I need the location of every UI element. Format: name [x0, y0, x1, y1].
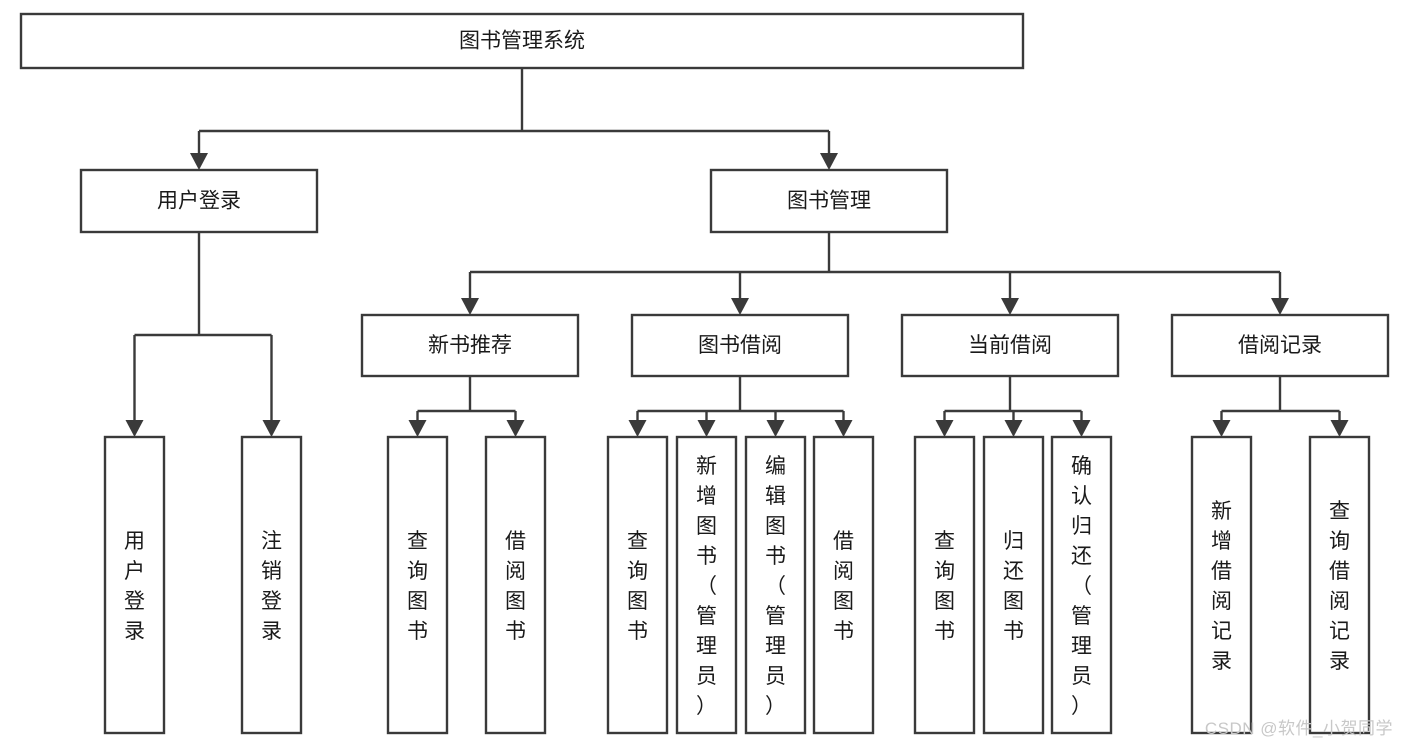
- node-leaf-borrow-book[interactable]: 借阅图书: [812, 435, 875, 735]
- node-label-leaf-logout: 注销登录: [261, 530, 282, 643]
- edge-book-manage-arrow-0: [461, 298, 479, 315]
- node-user-login[interactable]: 用户登录: [79, 168, 319, 234]
- edge-book-manage-arrow-3: [1271, 298, 1289, 315]
- edge-current-borrow-arrow-2: [1072, 420, 1091, 437]
- edge-book-borrow-arrow-0: [628, 420, 647, 437]
- node-leaf-borrow-book-rec[interactable]: 借阅图书: [484, 435, 547, 735]
- edge-root-arrow-1: [820, 153, 838, 170]
- node-box-root: [19, 12, 1025, 70]
- node-box-current-borrow: [900, 313, 1120, 378]
- edge-new-book-recommend-arrow-0: [408, 420, 427, 437]
- edge-root-arrow-0: [190, 153, 208, 170]
- node-leaf-query-book-rec[interactable]: 查询图书: [386, 435, 449, 735]
- node-current-borrow[interactable]: 当前借阅: [900, 313, 1120, 378]
- node-label-leaf-confirm-return: 确认归还（管理员）: [1071, 455, 1092, 718]
- node-box-leaf-user-login: [103, 435, 166, 735]
- node-label-book-borrow: 图书借阅: [698, 334, 782, 357]
- node-box-leaf-logout: [240, 435, 303, 735]
- node-borrow-record[interactable]: 借阅记录: [1170, 313, 1390, 378]
- node-box-leaf-query-book-borrow: [606, 435, 669, 735]
- node-label-leaf-borrow-book-rec: 借阅图书: [505, 530, 526, 643]
- node-label-borrow-record: 借阅记录: [1238, 334, 1322, 357]
- node-label-leaf-add-record: 新增借阅记录: [1211, 500, 1232, 673]
- node-leaf-logout[interactable]: 注销登录: [240, 435, 303, 735]
- node-label-leaf-return-book: 归还图书: [1003, 530, 1024, 643]
- edge-book-borrow-arrow-3: [834, 420, 853, 437]
- node-box-leaf-borrow-book: [812, 435, 875, 735]
- edge-current-borrow-arrow-1: [1004, 420, 1023, 437]
- edge-book-borrow-arrow-1: [697, 420, 716, 437]
- node-box-leaf-add-record: [1190, 435, 1253, 735]
- node-label-leaf-borrow-book: 借阅图书: [833, 530, 854, 643]
- edge-current-borrow-arrow-0: [935, 420, 954, 437]
- node-box-leaf-borrow-book-rec: [484, 435, 547, 735]
- node-box-leaf-query-book-cur: [913, 435, 976, 735]
- node-layer: 图书管理系统用户登录图书管理新书推荐图书借阅当前借阅借阅记录用户登录注销登录查询…: [19, 12, 1390, 735]
- node-box-leaf-add-book: [675, 435, 738, 735]
- node-leaf-confirm-return[interactable]: 确认归还（管理员）: [1050, 435, 1113, 735]
- node-book-borrow[interactable]: 图书借阅: [630, 313, 850, 378]
- edge-book-manage-arrow-2: [1001, 298, 1019, 315]
- edge-book-borrow-arrow-2: [766, 420, 785, 437]
- node-label-book-manage: 图书管理: [787, 190, 871, 213]
- edge-new-book-recommend-arrow-1: [506, 420, 525, 437]
- node-box-leaf-return-book: [982, 435, 1045, 735]
- node-label-leaf-query-record: 查询借阅记录: [1329, 500, 1350, 673]
- node-label-leaf-user-login: 用户登录: [124, 530, 145, 643]
- node-leaf-edit-book[interactable]: 编辑图书（管理员）: [744, 435, 807, 735]
- node-box-user-login: [79, 168, 319, 234]
- node-label-leaf-add-book: 新增图书（管理员）: [696, 455, 717, 718]
- csdn-watermark: CSDN @软件_小贺同学: [1204, 719, 1393, 738]
- node-leaf-add-record[interactable]: 新增借阅记录: [1190, 435, 1253, 735]
- node-label-user-login: 用户登录: [157, 190, 241, 213]
- node-label-leaf-edit-book: 编辑图书（管理员）: [765, 455, 786, 718]
- node-box-leaf-query-book-rec: [386, 435, 449, 735]
- node-new-book-recommend[interactable]: 新书推荐: [360, 313, 580, 378]
- node-leaf-query-book-cur[interactable]: 查询图书: [913, 435, 976, 735]
- node-label-new-book-recommend: 新书推荐: [428, 334, 512, 357]
- node-leaf-return-book[interactable]: 归还图书: [982, 435, 1045, 735]
- node-label-leaf-query-book-borrow: 查询图书: [627, 530, 648, 643]
- node-box-leaf-confirm-return: [1050, 435, 1113, 735]
- node-leaf-query-book-borrow[interactable]: 查询图书: [606, 435, 669, 735]
- node-leaf-add-book[interactable]: 新增图书（管理员）: [675, 435, 738, 735]
- node-box-leaf-query-record: [1308, 435, 1371, 735]
- node-box-book-manage: [709, 168, 949, 234]
- node-label-current-borrow: 当前借阅: [968, 334, 1052, 357]
- edge-book-manage-arrow-1: [731, 298, 749, 315]
- edge-borrow-record-arrow-0: [1212, 420, 1231, 437]
- node-leaf-query-record[interactable]: 查询借阅记录: [1308, 435, 1371, 735]
- edge-user-login-arrow-0: [125, 420, 144, 437]
- node-box-book-borrow: [630, 313, 850, 378]
- node-box-borrow-record: [1170, 313, 1390, 378]
- edge-borrow-record-arrow-1: [1330, 420, 1349, 437]
- node-book-manage[interactable]: 图书管理: [709, 168, 949, 234]
- node-box-leaf-edit-book: [744, 435, 807, 735]
- node-label-leaf-query-book-cur: 查询图书: [934, 530, 955, 643]
- edge-layer: [125, 68, 1349, 437]
- node-root[interactable]: 图书管理系统: [19, 12, 1025, 70]
- node-box-new-book-recommend: [360, 313, 580, 378]
- node-label-root: 图书管理系统: [459, 30, 585, 53]
- edge-user-login-arrow-1: [262, 420, 281, 437]
- node-leaf-user-login[interactable]: 用户登录: [103, 435, 166, 735]
- node-label-leaf-query-book-rec: 查询图书: [407, 530, 428, 643]
